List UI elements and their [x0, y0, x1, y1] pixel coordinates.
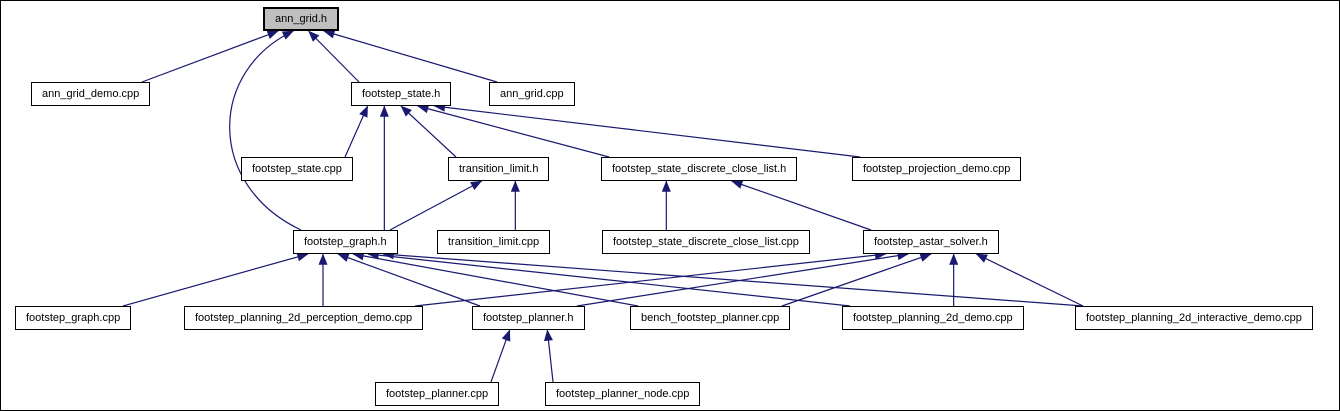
node-ann_grid_cpp[interactable]: ann_grid.cpp: [489, 82, 575, 106]
edge-footstep_state_h-to-ann_grid_h: [308, 30, 360, 83]
node-transition_limit_cpp[interactable]: transition_limit.cpp: [437, 230, 551, 254]
node-footstep_planning_2d_interactive_demo_cpp[interactable]: footstep_planning_2d_interactive_demo.cp…: [1075, 306, 1313, 330]
edge-footstep_graph_h-to-ann_grid_h: [229, 30, 302, 231]
node-footstep_planner_node_cpp[interactable]: footstep_planner_node.cpp: [545, 382, 701, 406]
edge-footstep_planning_2d_interactive_demo_cpp-to-footstep_astar_solver_h: [975, 253, 1084, 307]
edge-footstep_graph_h-to-transition_limit_h: [389, 180, 483, 231]
edge-transition_limit_h-to-footstep_state_h: [400, 105, 457, 158]
edge-footstep_state_cpp-to-footstep_state_h: [344, 105, 369, 158]
edge-footstep_graph_cpp-to-footstep_graph_h: [122, 252, 309, 307]
edge-bench_footstep_planner_cpp-to-footstep_astar_solver_h: [781, 253, 932, 307]
node-bench_footstep_planner_cpp[interactable]: bench_footstep_planner.cpp: [630, 306, 791, 330]
edge-footstep_planner_h-to-footstep_astar_solver_h: [576, 251, 909, 307]
node-footstep_state_h[interactable]: footstep_state.h: [351, 82, 452, 106]
node-footstep_state_discrete_close_list_cpp[interactable]: footstep_state_discrete_close_list.cpp: [602, 230, 810, 254]
node-footstep_astar_solver_h[interactable]: footstep_astar_solver.h: [863, 230, 999, 254]
node-footstep_planning_2d_demo_cpp[interactable]: footstep_planning_2d_demo.cpp: [842, 306, 1024, 330]
edge-footstep_state_discrete_close_list_h-to-footstep_state_h: [417, 104, 610, 158]
edge-footstep_planner_node_cpp-to-footstep_planner_h: [544, 329, 554, 383]
edge-footstep_planning_2d_demo_cpp-to-footstep_graph_h: [367, 250, 851, 307]
edge-footstep_projection_demo_cpp-to-footstep_state_h: [433, 102, 861, 158]
node-footstep_graph_h[interactable]: footstep_graph.h: [293, 230, 398, 254]
edge-footstep_planner_h-to-footstep_graph_h: [337, 253, 481, 307]
node-ann_grid_demo_cpp[interactable]: ann_grid_demo.cpp: [31, 82, 151, 106]
node-footstep_planner_h[interactable]: footstep_planner.h: [472, 306, 585, 330]
node-footstep_state_discrete_close_list_h[interactable]: footstep_state_discrete_close_list.h: [601, 157, 798, 181]
edge-ann_grid_cpp-to-ann_grid_h: [323, 29, 498, 83]
node-footstep_planner_cpp[interactable]: footstep_planner.cpp: [375, 382, 500, 406]
node-ann_grid_h[interactable]: ann_grid.h: [263, 7, 339, 31]
edge-footstep_planning_2d_perception_demo_cpp-to-footstep_astar_solver_h: [414, 250, 887, 307]
edge-footstep_planning_2d_interactive_demo_cpp-to-footstep_graph_h: [382, 250, 1084, 307]
node-footstep_graph_cpp[interactable]: footstep_graph.cpp: [15, 306, 132, 330]
node-footstep_projection_demo_cpp[interactable]: footstep_projection_demo.cpp: [852, 157, 1022, 181]
edge-ann_grid_demo_cpp-to-ann_grid_h: [141, 30, 279, 83]
node-footstep_state_cpp[interactable]: footstep_state.cpp: [241, 157, 353, 181]
edge-footstep_astar_solver_h-to-footstep_state_discrete_close_list_h: [731, 180, 872, 231]
node-footstep_planning_2d_perception_demo_cpp[interactable]: footstep_planning_2d_perception_demo.cpp: [184, 306, 424, 330]
edge-bench_footstep_planner_cpp-to-footstep_graph_h: [352, 251, 639, 307]
node-transition_limit_h[interactable]: transition_limit.h: [448, 157, 550, 181]
edge-footstep_planner_cpp-to-footstep_planner_h: [490, 329, 511, 383]
